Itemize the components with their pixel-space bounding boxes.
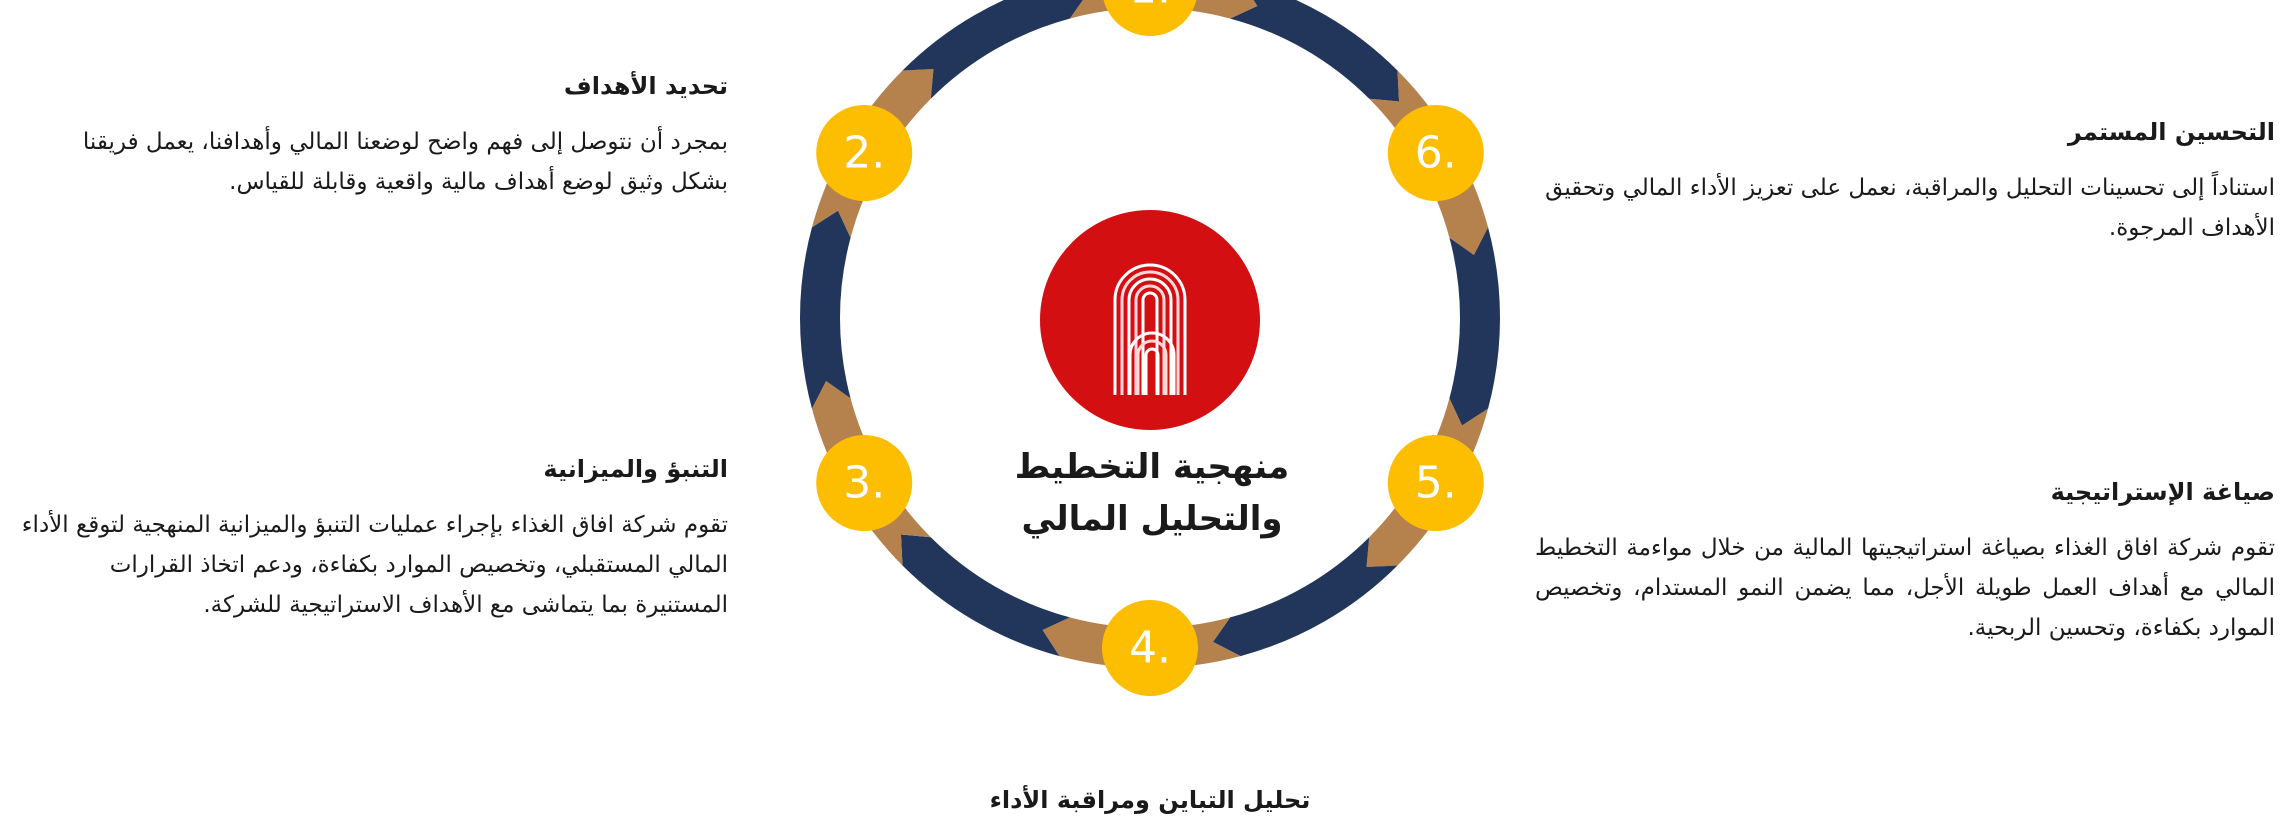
- logo-background: [1040, 210, 1260, 430]
- step-badge-3: 3.: [816, 435, 913, 531]
- step-badge-circle: [1387, 105, 1484, 201]
- step-block-forecasting: التنبؤ والميزانية تقوم شركة افاق الغذاء …: [20, 455, 728, 625]
- ring-segment-4: [1449, 227, 1500, 426]
- ring-segment-12: [902, 0, 1083, 99]
- arches-logo-icon: [1113, 263, 1187, 395]
- step-badge-circle: [1103, 0, 1197, 36]
- step-text-improvement: استناداً إلى تحسينات التحليل والمراقبة، …: [1545, 175, 2275, 241]
- ring-segment-2: [1230, 0, 1400, 102]
- step-number: 3.: [843, 458, 885, 509]
- step-badge-5: 5.: [1387, 435, 1484, 531]
- step-text-strategy: تقوم شركة افاق الغذاء بصياغة استراتيجيته…: [1535, 535, 2275, 641]
- step-badge-circle: [1102, 600, 1198, 696]
- step-title-goals: تحديد الأهداف: [563, 72, 728, 100]
- step-badge-4: 4.: [1102, 600, 1198, 696]
- step-badges: 1. 2. 3. 4. 5. 6.: [816, 0, 1484, 696]
- step-number: 2.: [843, 128, 885, 179]
- step-block-improvement: التحسين المستمر استناداً إلى تحسينات الت…: [1540, 118, 2275, 248]
- step-badge-circle: [816, 105, 913, 201]
- step-badge-circle: [1387, 435, 1484, 531]
- step-badge-6: 6.: [1387, 105, 1484, 201]
- step-title-forecasting: التنبؤ والميزانية: [543, 455, 728, 483]
- step-text-forecasting: تقوم شركة افاق الغذاء بإجراء عمليات التن…: [21, 512, 728, 618]
- diagram-title-line-1: منهجية التخطيط: [1015, 447, 1289, 487]
- ring-segment-8: [900, 534, 1070, 657]
- step-title-strategy: صياغة الإستراتيجية: [2050, 478, 2275, 506]
- step-badge-1: 1.: [1103, 0, 1197, 36]
- step-number: 4.: [1129, 623, 1171, 674]
- ring-segment-10: [800, 210, 851, 409]
- step-block-strategy: صياغة الإستراتيجية تقوم شركة افاق الغذاء…: [1535, 478, 2275, 648]
- diagram-title-line-2: والتحليل المالي: [1021, 499, 1282, 539]
- ring-segment-6: [1212, 537, 1398, 657]
- step-badge-2: 2.: [816, 105, 913, 201]
- step-number: 5.: [1415, 458, 1457, 509]
- cycle-diagram: منهجية التخطيط والتحليل المالي 1. 2. 3. 4. 5…: [800, 0, 1500, 696]
- step-badge-circle: [816, 435, 913, 531]
- logo: [1040, 210, 1260, 430]
- step-block-goals: تحديد الأهداف بمجرد أن نتوصل إلى فهم واض…: [20, 72, 728, 202]
- step-text-goals: بمجرد أن نتوصل إلى فهم واضح لوضعنا المال…: [82, 129, 728, 195]
- step-title-improvement: التحسين المستمر: [2067, 118, 2275, 146]
- step-title-variance: تحليل التباين ومراقبة الأداء: [989, 786, 1311, 814]
- step-number: 1.: [1129, 0, 1171, 14]
- step-block-variance: تحليل التباين ومراقبة الأداء: [860, 786, 1440, 814]
- step-number: 6.: [1415, 128, 1457, 179]
